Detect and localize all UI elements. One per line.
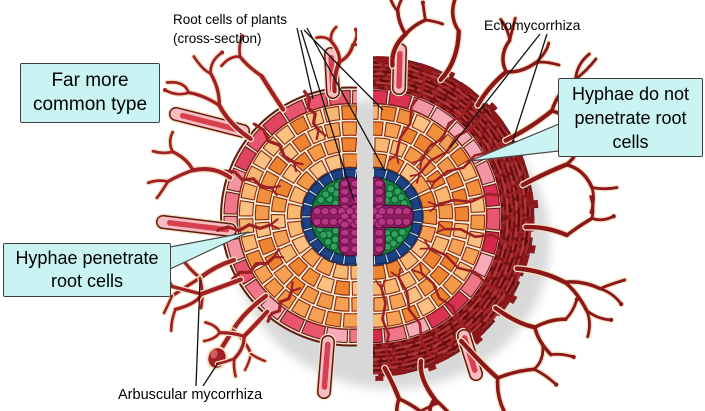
leader-line xyxy=(449,33,541,149)
label-arbuscular-mycorrhiza: Arbuscular mycorrhiza xyxy=(118,387,263,403)
label-ectomycorrhiza: Ectomycorrhiza xyxy=(484,17,581,33)
callout-hyphae-do-not-penetrate-root-cells: Hyphae do not penetrate root cells xyxy=(558,78,703,157)
label-root-cells-of-plants: Root cells of plants (cross-section) xyxy=(173,12,288,46)
annotations xyxy=(169,27,560,387)
left-root-half xyxy=(145,24,357,401)
leader-line xyxy=(300,29,355,202)
right-root-half xyxy=(373,0,628,411)
leader-line xyxy=(508,33,548,154)
callout-hyphae-penetrate-root-cells: Hyphae penetrate root cells xyxy=(3,243,171,297)
leader-line xyxy=(202,362,219,387)
leader-line xyxy=(195,279,201,387)
callout-far-more-common-type: Far more common type xyxy=(20,63,160,123)
leader-line xyxy=(303,29,384,111)
leader-line xyxy=(296,27,314,100)
leader-line xyxy=(306,27,386,172)
